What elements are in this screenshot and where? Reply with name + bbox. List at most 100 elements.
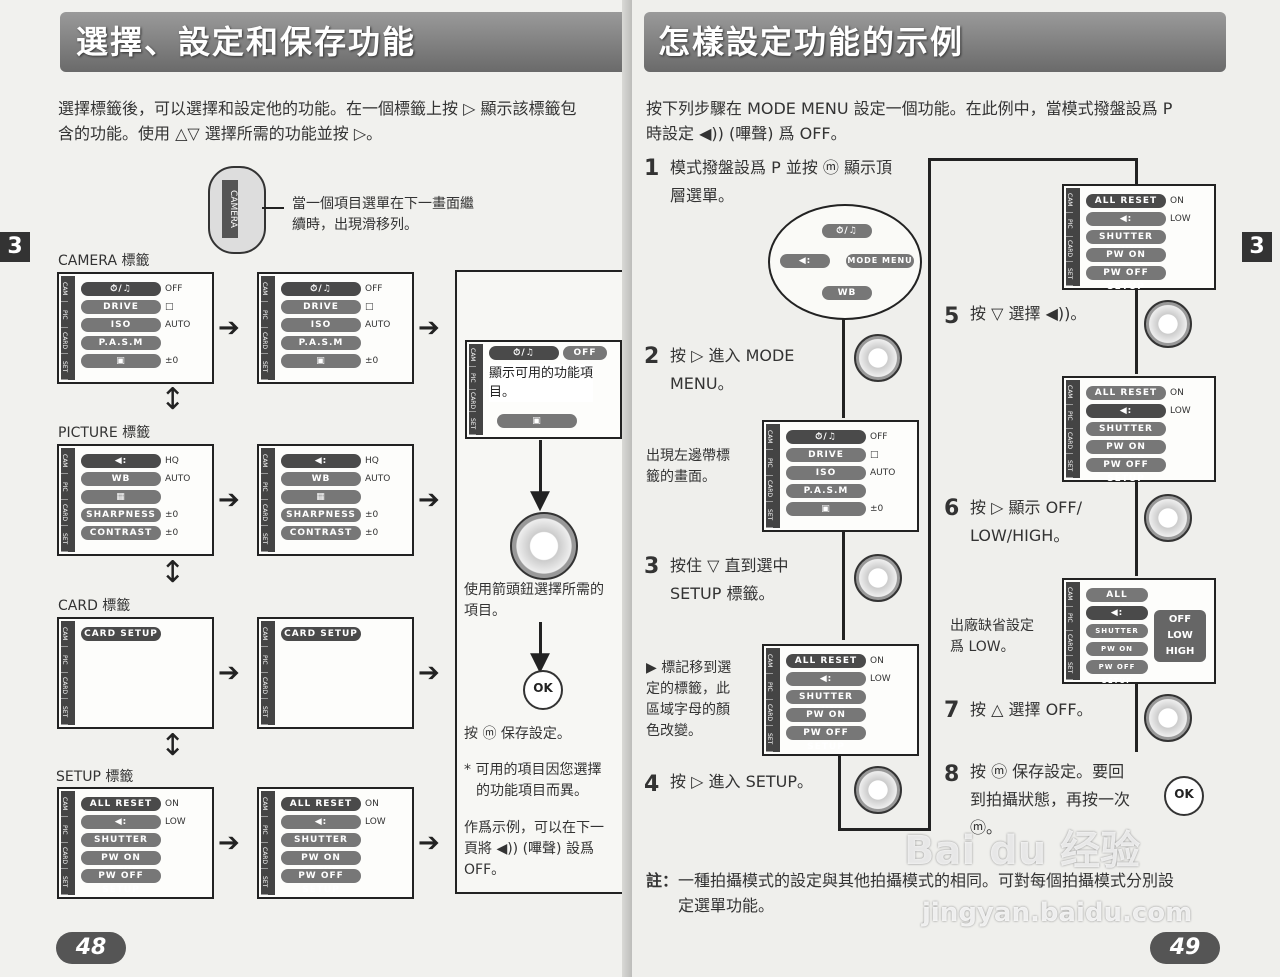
dial-up-icon[interactable]: [1144, 694, 1192, 742]
menu-item[interactable]: ◀:: [281, 814, 361, 829]
dial-right-icon[interactable]: [1144, 494, 1192, 542]
menu-item[interactable]: ⏱/♫: [786, 429, 866, 444]
menu-item[interactable]: ◀:: [81, 453, 161, 468]
menu-item[interactable]: P.A.S.M: [786, 483, 866, 498]
menu-item[interactable]: WB: [81, 471, 161, 486]
menu-item[interactable]: DRIVE: [786, 447, 866, 462]
menu-item[interactable]: ▦: [81, 489, 161, 504]
right-intro-line1: 按下列步驟在 MODE MENU 設定一個功能。在此例中，當模式撥盤設爲 P: [646, 99, 1173, 118]
step-number: 1: [644, 156, 660, 181]
menu-item[interactable]: DRIVE: [81, 299, 161, 314]
dial-down-icon[interactable]: [1144, 300, 1192, 348]
chapter-tab: 3: [1242, 232, 1272, 262]
menu-item[interactable]: P.A.S.M: [81, 335, 161, 350]
step3-note-line4: 色改變。: [646, 723, 702, 739]
menu-item[interactable]: SHARPNESS: [81, 507, 161, 522]
menu-item[interactable]: SHUTTER SOUND: [81, 832, 161, 859]
menu-item[interactable]: ⏱/♫: [281, 281, 361, 296]
menu-item[interactable]: ALL RESET: [1086, 587, 1148, 614]
menu-item[interactable]: ◀:: [786, 671, 866, 686]
step8-line3: ⓜ。: [970, 818, 1003, 837]
menu-item[interactable]: PW ON SETUP: [1086, 439, 1166, 466]
card-tab-label: CARD 標籤: [58, 598, 131, 614]
menu-item[interactable]: ALL RESET: [81, 796, 161, 811]
sound-option[interactable]: LOW: [1167, 630, 1193, 641]
menu-item[interactable]: P.A.S.M: [281, 335, 361, 350]
menu-item[interactable]: ◀:: [1086, 211, 1166, 226]
note-label: 註：: [646, 871, 679, 890]
dial-down-icon[interactable]: [854, 554, 902, 602]
menu-item[interactable]: PW ON SETUP: [1086, 641, 1148, 667]
dial-right-icon[interactable]: [854, 334, 902, 382]
scrollbar-callout: CAMERA: [208, 166, 266, 254]
menu-item[interactable]: ◀:: [281, 453, 361, 468]
menu-item[interactable]: ⏱/♫: [489, 346, 559, 360]
arrow-right-icon: ➔: [418, 658, 440, 688]
menu-item[interactable]: ISO: [81, 317, 161, 332]
top-menu-item[interactable]: WB: [822, 286, 872, 300]
menu-item[interactable]: ◀:: [1086, 605, 1148, 620]
ok-button[interactable]: OK: [523, 670, 563, 710]
right-intro-line2: 時設定 ◀)) (嗶聲) 爲 OFF。: [646, 124, 847, 143]
menu-item[interactable]: PW ON SETUP: [281, 850, 361, 877]
menu-item[interactable]: SHUTTER SOUND: [1086, 623, 1148, 649]
arrow-pad-icon[interactable]: [510, 512, 578, 580]
sound-option[interactable]: OFF: [1168, 614, 1192, 625]
step1-line1: 模式撥盤設爲 P 並按 ⓜ 顯示頂: [670, 158, 892, 177]
ok-button[interactable]: OK: [1164, 776, 1204, 816]
arrow-right-icon: ➔: [418, 313, 440, 343]
menu-item[interactable]: DRIVE: [281, 299, 361, 314]
sound-option[interactable]: HIGH: [1165, 646, 1195, 657]
menu-item[interactable]: ALL RESET: [281, 796, 361, 811]
menu-item[interactable]: ALL RESET: [786, 653, 866, 668]
menu-item[interactable]: SHUTTER SOUND: [281, 832, 361, 859]
menu-item[interactable]: ▣: [81, 353, 161, 368]
dial-right-icon[interactable]: [854, 766, 902, 814]
flow-line: [842, 318, 845, 418]
menu-item[interactable]: ◀:: [81, 814, 161, 829]
menu-item[interactable]: PW OFF SETUP: [786, 725, 866, 752]
menu-item[interactable]: PW OFF SETUP: [281, 868, 361, 895]
step7-line1: 按 △ 選擇 OFF。: [970, 700, 1093, 719]
menu-item[interactable]: SHUTTER SOUND: [1086, 421, 1166, 448]
menu-item[interactable]: ALL RESET: [1086, 385, 1166, 400]
menu-item[interactable]: SHARPNESS: [281, 507, 361, 522]
menu-item[interactable]: PW ON SETUP: [81, 850, 161, 877]
menu-item[interactable]: CARD SETUP: [281, 626, 361, 641]
menu-item[interactable]: CONTRAST: [81, 525, 161, 540]
menu-item[interactable]: PW OFF SETUP: [1086, 659, 1148, 685]
menu-item[interactable]: PW OFF SETUP: [1086, 265, 1166, 292]
menu-item[interactable]: SHUTTER SOUND: [786, 689, 866, 716]
menu-item[interactable]: CONTRAST: [281, 525, 361, 540]
menu-item[interactable]: ALL RESET: [1086, 193, 1166, 208]
menu-item[interactable]: PW OFF SETUP: [81, 868, 161, 895]
menu-item[interactable]: ▣: [497, 414, 577, 428]
menu-item[interactable]: ISO: [281, 317, 361, 332]
menu-item[interactable]: ⏱/♫: [81, 281, 161, 296]
menu-item[interactable]: ◀:: [1086, 403, 1166, 418]
menu-item[interactable]: ▦: [281, 489, 361, 504]
menu-item[interactable]: ISO: [786, 465, 866, 480]
top-menu-diagram: ⏱/♫ ◀: MODE MENU WB: [768, 204, 922, 320]
top-menu-item[interactable]: ◀:: [780, 254, 830, 268]
top-menu-item[interactable]: ⏱/♫: [822, 224, 872, 238]
menu-item[interactable]: PW ON SETUP: [786, 707, 866, 734]
menu-item[interactable]: WB: [281, 471, 361, 486]
menu-item[interactable]: SHUTTER SOUND: [1086, 229, 1166, 256]
menu-item[interactable]: ▣: [281, 353, 361, 368]
menu-item[interactable]: PW ON SETUP: [1086, 247, 1166, 274]
menu-item[interactable]: ▣: [786, 501, 866, 516]
menu-item[interactable]: PW OFF SETUP: [1086, 457, 1166, 484]
menu-item[interactable]: CARD SETUP: [81, 626, 161, 641]
popup-text: 顯示可用的功能項目。: [489, 364, 594, 402]
top-menu-item[interactable]: MODE MENU: [846, 254, 914, 268]
